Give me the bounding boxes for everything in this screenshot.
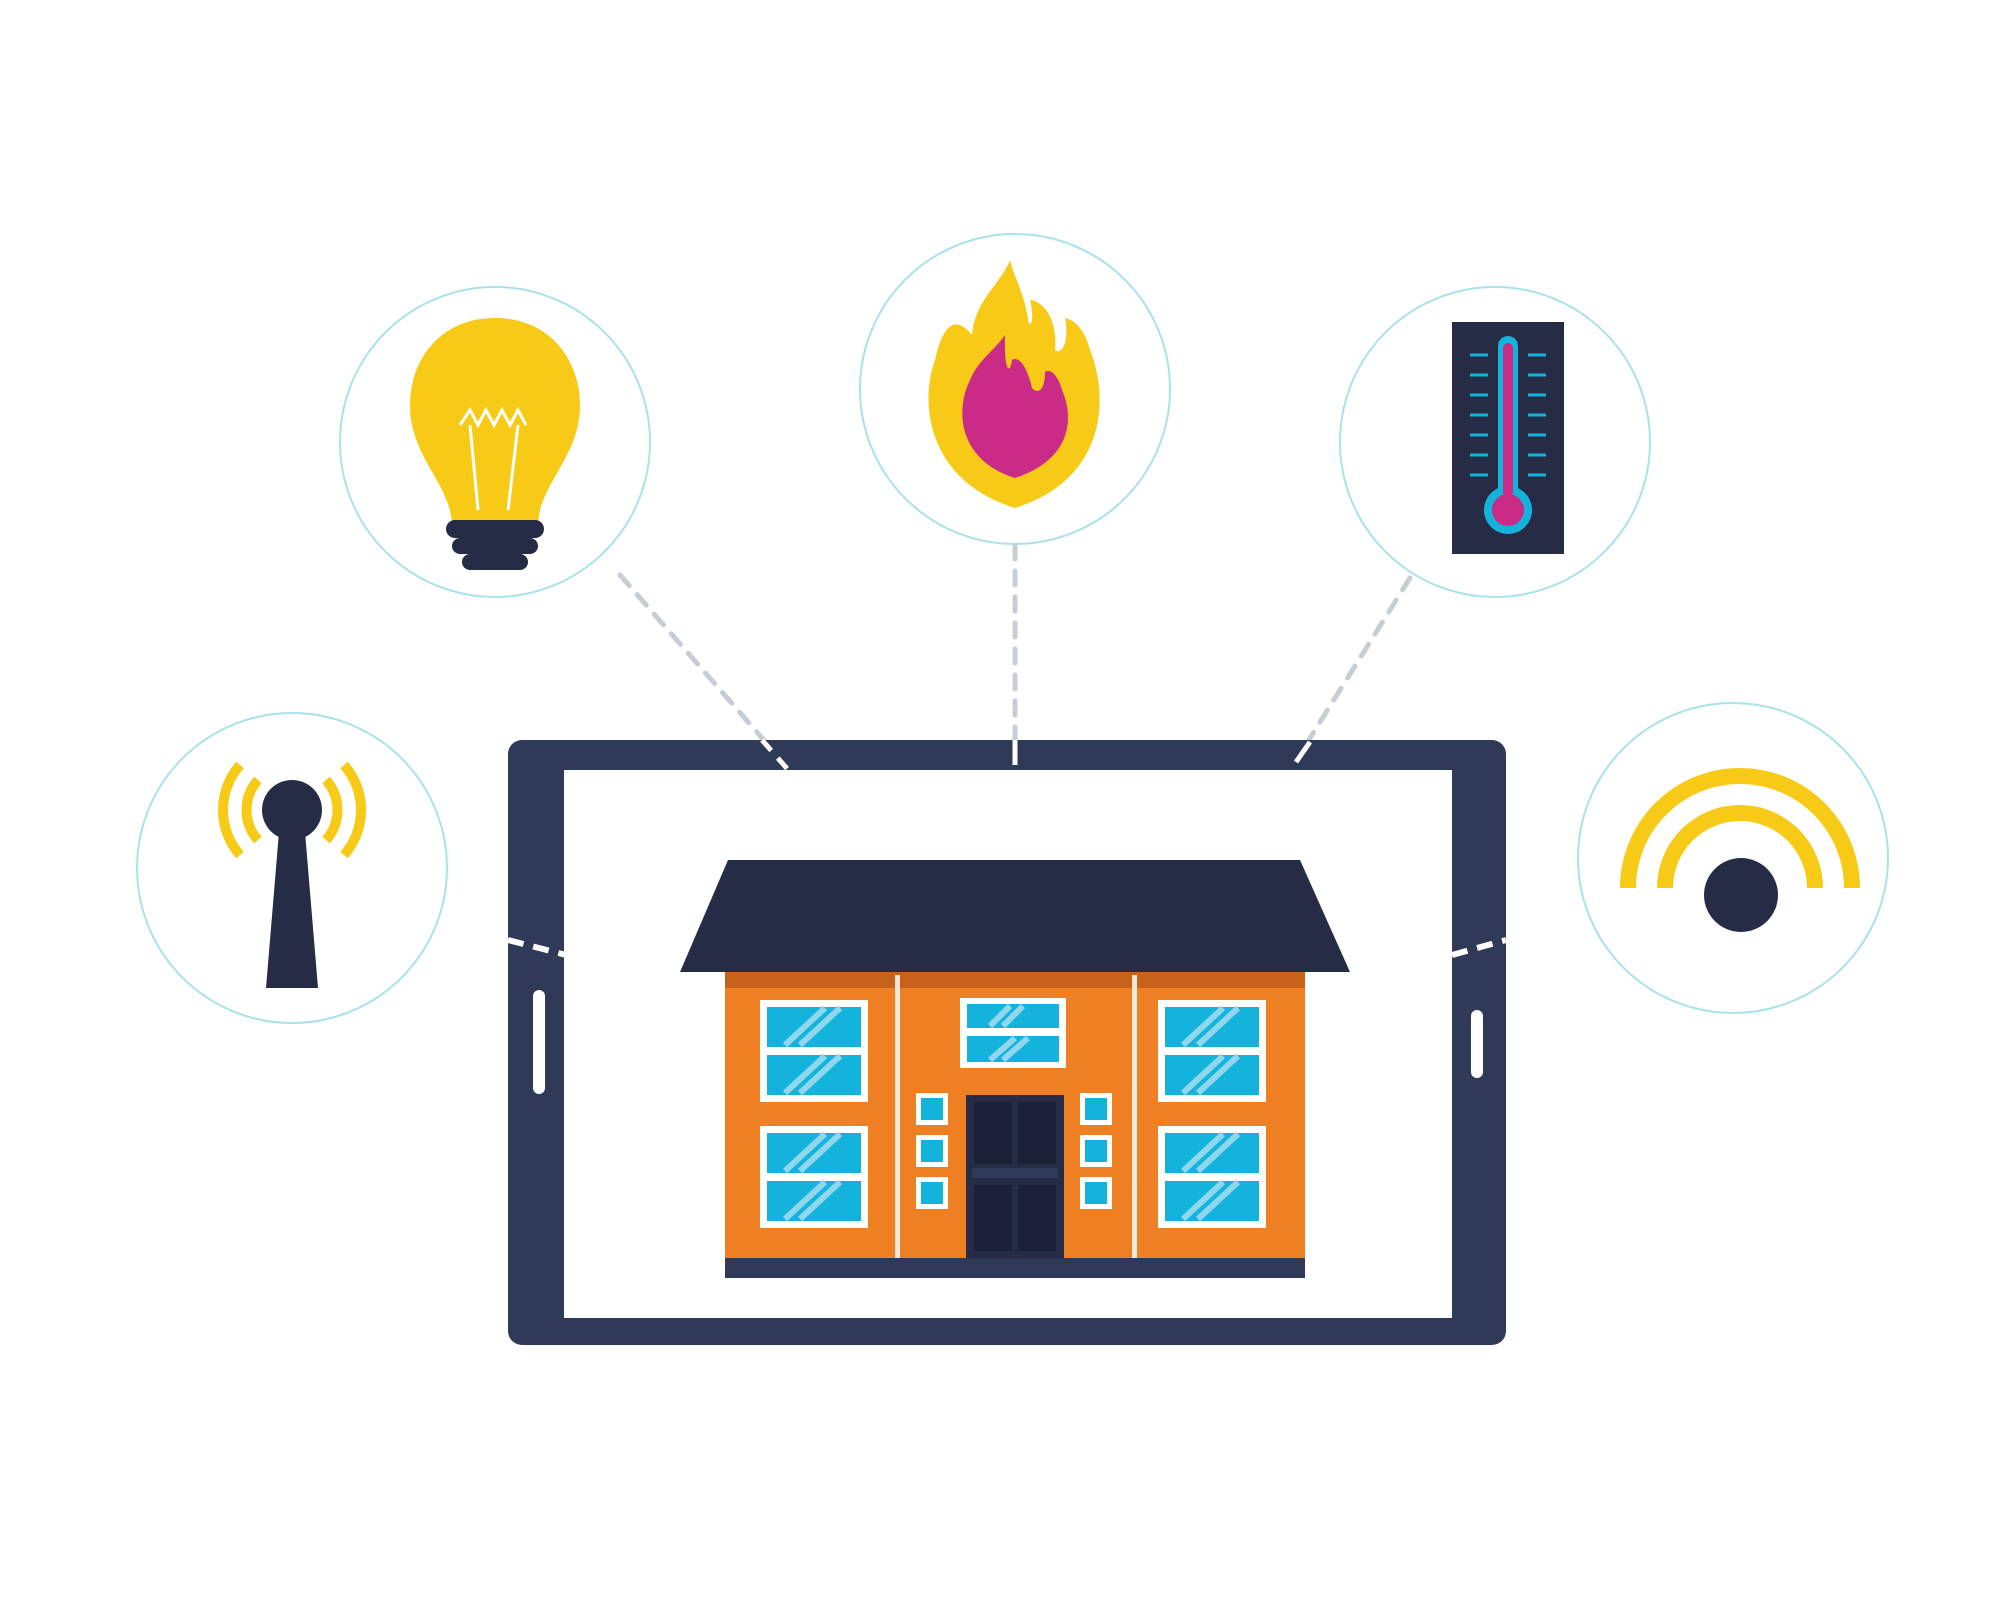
fire-icon	[928, 260, 1100, 508]
house-icon	[680, 860, 1350, 1278]
house-windows	[760, 998, 1266, 1228]
house-door	[966, 1095, 1064, 1258]
light-bulb-icon	[410, 318, 580, 570]
house-eave-shadow	[725, 970, 1305, 988]
thermometer-icon	[1452, 322, 1564, 554]
house-roof	[680, 860, 1350, 972]
tablet-link-bulb	[760, 738, 792, 774]
wifi-sensor-circle	[1577, 702, 1889, 1014]
signal-tower-icon	[218, 761, 366, 988]
connection-line-thermometer	[1287, 575, 1413, 773]
wifi-signal-icon	[1620, 768, 1860, 932]
house-pillar-left	[895, 975, 900, 1258]
house-pillar-right	[1132, 975, 1137, 1258]
tablet-side-button-right	[1471, 1010, 1483, 1078]
tablet-link-thermometer	[1293, 740, 1313, 764]
tablet-link-wifi	[1451, 937, 1507, 958]
house-foundation	[725, 1258, 1305, 1278]
connection-lines	[617, 542, 1413, 773]
tablet-link-tower	[507, 937, 567, 958]
tablet-side-button-left	[533, 990, 545, 1094]
connection-line-bulb	[617, 572, 793, 773]
